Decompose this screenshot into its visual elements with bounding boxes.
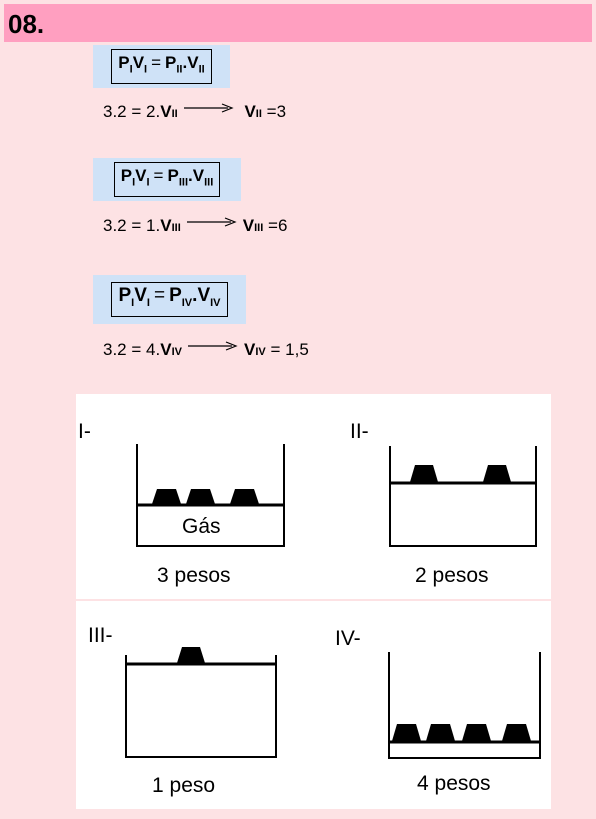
figure-II-label: II- (350, 420, 369, 443)
container-II (389, 446, 537, 547)
weight-II-1 (410, 465, 438, 482)
formula-1: PIVI=PII.VII (111, 49, 212, 84)
figure-I-caption: 3 pesos (157, 564, 231, 587)
formula-3: PIVI=PIV.VIV (111, 282, 228, 317)
arrow-icon (186, 217, 237, 227)
figure-II-caption: 2 pesos (415, 564, 489, 587)
figure-III-caption: 1 peso (152, 774, 216, 797)
gas-label: Gás (182, 515, 221, 538)
container-I (136, 444, 285, 547)
weight-I-3 (230, 489, 259, 504)
container-IV (388, 652, 541, 759)
weight-IV-1 (392, 724, 421, 741)
figure-III-label: III- (88, 624, 113, 647)
figure-I-label: I- (78, 420, 91, 443)
weight-IV-3 (462, 724, 491, 741)
weight-II-2 (483, 465, 511, 482)
panel-divider (76, 599, 551, 601)
formula-box-2: PIVI=PIII.VIII (93, 158, 241, 201)
weight-IV-4 (502, 724, 531, 741)
question-header: 08. (4, 4, 592, 42)
question-number: 08. (8, 9, 45, 39)
figure-IV-label: IV- (335, 627, 361, 650)
arrow-icon (183, 103, 234, 113)
formula-2: PIVI=PIII.VIII (113, 162, 221, 197)
weight-I-2 (186, 489, 215, 504)
formula-box-3: PIVI=PIV.VIV (93, 275, 246, 324)
container-III (125, 647, 277, 758)
weight-I-1 (152, 489, 181, 504)
weight-III-1 (177, 647, 205, 663)
formula-box-1: PIVI=PII.VII (93, 45, 230, 88)
arrow-icon (187, 341, 238, 351)
weight-IV-2 (426, 724, 455, 741)
figure-IV-caption: 4 pesos (417, 772, 491, 795)
